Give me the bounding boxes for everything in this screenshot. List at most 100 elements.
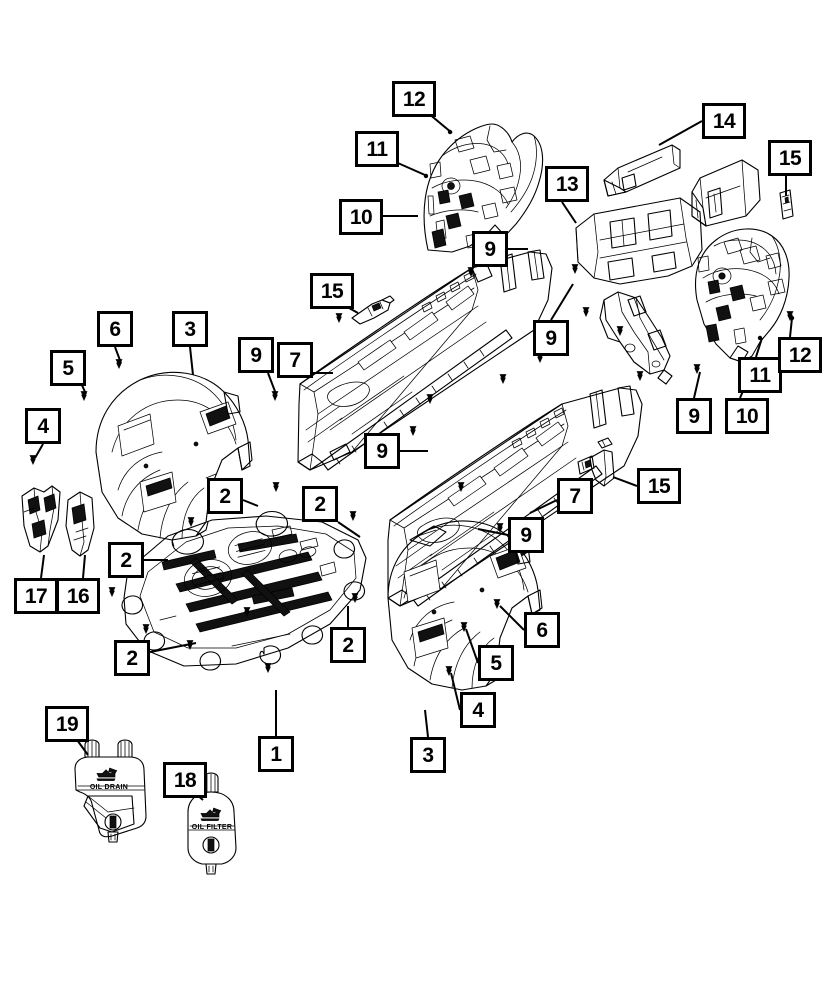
callout-3[interactable]: 3 — [172, 311, 208, 347]
callout-9[interactable]: 9 — [676, 398, 712, 434]
callout-1[interactable]: 1 — [258, 736, 294, 772]
leader-lines — [34, 112, 793, 801]
callout-13[interactable]: 13 — [545, 166, 589, 202]
callout-12[interactable]: 12 — [778, 337, 822, 373]
callout-11[interactable]: 11 — [355, 131, 399, 167]
fastener-symbol — [409, 426, 417, 437]
callout-6[interactable]: 6 — [97, 311, 133, 347]
leader-line-14 — [658, 120, 703, 146]
callout-18[interactable]: 18 — [163, 762, 207, 798]
fastener-symbol — [457, 482, 465, 493]
callout-19[interactable]: 19 — [45, 706, 89, 742]
callout-4[interactable]: 4 — [25, 408, 61, 444]
part-bracket-15-right — [577, 437, 615, 487]
callout-number: 16 — [66, 584, 90, 608]
part-bracket-15-center — [351, 295, 395, 325]
callout-5[interactable]: 5 — [50, 350, 86, 386]
callout-number: 15 — [778, 146, 802, 170]
callout-15[interactable]: 15 — [768, 140, 812, 176]
callout-9[interactable]: 9 — [238, 337, 274, 373]
callout-number: 3 — [422, 743, 434, 767]
callout-2[interactable]: 2 — [330, 627, 366, 663]
callout-17[interactable]: 17 — [14, 578, 58, 614]
callout-12[interactable]: 12 — [392, 81, 436, 117]
callout-2[interactable]: 2 — [108, 542, 144, 578]
part-rear-wheelhouse-liner-upper — [423, 123, 544, 253]
fastener-symbol — [108, 587, 116, 598]
callout-5[interactable]: 5 — [478, 645, 514, 681]
callout-number: 2 — [126, 646, 138, 670]
callout-9[interactable]: 9 — [364, 433, 400, 469]
callout-4[interactable]: 4 — [460, 692, 496, 728]
callout-number: 9 — [520, 523, 532, 547]
leader-line-17 — [40, 554, 45, 579]
callout-10[interactable]: 10 — [725, 398, 769, 434]
fastener-symbol — [636, 371, 644, 382]
part-oil-drain-cover: OIL DRAIN — [74, 739, 147, 843]
callout-14[interactable]: 14 — [702, 103, 746, 139]
fastener-symbol — [693, 364, 701, 375]
callout-number: 15 — [647, 474, 671, 498]
callout-number: 9 — [688, 404, 700, 428]
callout-number: 5 — [62, 356, 74, 380]
callout-15[interactable]: 15 — [637, 468, 681, 504]
leader-line-7 — [529, 499, 558, 514]
leader-line-9 — [477, 528, 509, 536]
callout-15[interactable]: 15 — [310, 273, 354, 309]
callout-number: 9 — [484, 237, 496, 261]
part-rear-wheelhouse-liner-right — [694, 228, 790, 363]
part-underbody-tray-shield — [575, 197, 703, 285]
leader-line-16 — [82, 554, 86, 579]
fastener-symbol — [335, 313, 343, 324]
callout-number: 9 — [376, 439, 388, 463]
fastener-symbol — [499, 374, 507, 385]
leader-line-3 — [189, 346, 194, 376]
fastener-symbol — [351, 593, 359, 604]
callout-number: 4 — [37, 414, 49, 438]
callout-16[interactable]: 16 — [56, 578, 100, 614]
callout-number: 1 — [270, 742, 282, 766]
callout-11[interactable]: 11 — [738, 357, 782, 393]
callout-2[interactable]: 2 — [302, 486, 338, 522]
part-center-crossmember-bracket — [599, 291, 673, 385]
callout-number: 10 — [349, 205, 373, 229]
callout-number: 9 — [250, 343, 262, 367]
callout-number: 2 — [219, 484, 231, 508]
leader-line-2 — [242, 499, 259, 507]
fastener-symbol — [349, 511, 357, 522]
callout-7[interactable]: 7 — [557, 478, 593, 514]
callout-number: 12 — [788, 343, 812, 367]
part-rear-underbody-shield-right — [691, 159, 761, 227]
leader-line-12 — [789, 317, 793, 338]
leader-line-9 — [267, 372, 277, 395]
callout-number: 13 — [555, 172, 579, 196]
callout-2[interactable]: 2 — [207, 478, 243, 514]
callout-number: 10 — [735, 404, 759, 428]
part-front-splash-shield-left — [95, 371, 253, 547]
callout-9[interactable]: 9 — [533, 320, 569, 356]
leader-line-4 — [450, 672, 461, 711]
callout-7[interactable]: 7 — [277, 342, 313, 378]
callout-9[interactable]: 9 — [508, 517, 544, 553]
callout-number: 6 — [109, 317, 121, 341]
leader-line-15 — [612, 476, 638, 487]
fastener-symbol — [496, 523, 504, 534]
fastener-symbol — [582, 307, 590, 318]
fastener-symbol — [460, 622, 468, 633]
callout-10[interactable]: 10 — [339, 199, 383, 235]
callout-number: 4 — [472, 698, 484, 722]
callout-6[interactable]: 6 — [524, 612, 560, 648]
callout-number: 2 — [342, 633, 354, 657]
fastener-symbol — [243, 607, 251, 618]
callout-9[interactable]: 9 — [472, 231, 508, 267]
callout-3[interactable]: 3 — [410, 737, 446, 773]
callout-number: 7 — [569, 484, 581, 508]
callout-2[interactable]: 2 — [114, 640, 150, 676]
leader-line-11 — [755, 337, 763, 358]
fastener-symbol — [115, 359, 123, 370]
callout-number: 3 — [184, 317, 196, 341]
callout-number: 2 — [314, 492, 326, 516]
callout-number: 2 — [120, 548, 132, 572]
fastener-symbol — [142, 624, 150, 635]
